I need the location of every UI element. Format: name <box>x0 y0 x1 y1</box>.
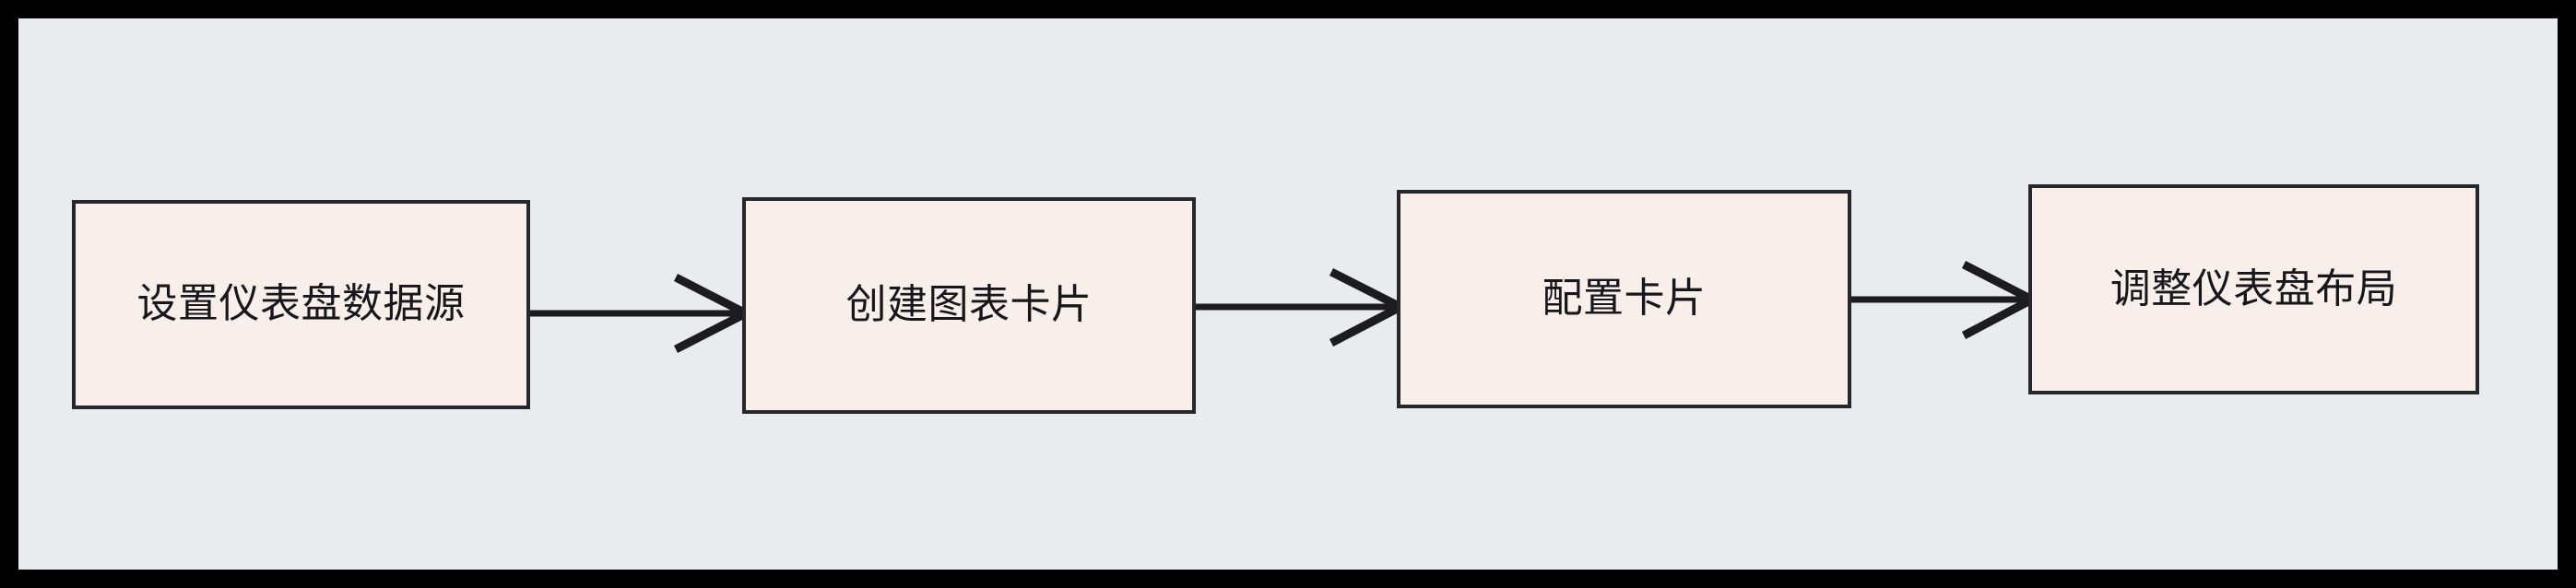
flow-node-label: 调整仪表盘布局 <box>2109 265 2398 312</box>
flow-node-configure-card[interactable]: 配置卡片 <box>1397 190 1851 408</box>
flow-node-label: 设置仪表盘数据源 <box>136 281 466 327</box>
edge-n2-n3 <box>1196 267 1410 347</box>
flow-node-label: 配置卡片 <box>1542 276 1707 322</box>
flow-node-set-dashboard-datasource[interactable]: 设置仪表盘数据源 <box>72 200 530 409</box>
flow-node-create-chart-card[interactable]: 创建图表卡片 <box>742 197 1196 414</box>
flow-node-adjust-dashboard-layout[interactable]: 调整仪表盘布局 <box>2028 184 2479 394</box>
edge-n3-n4 <box>1851 260 2041 339</box>
edge-n1-n2 <box>530 273 755 354</box>
diagram-canvas: 设置仪表盘数据源 创建图表卡片 配置卡片 调整仪表盘布局 <box>18 18 2558 570</box>
flow-node-label: 创建图表卡片 <box>845 282 1093 328</box>
